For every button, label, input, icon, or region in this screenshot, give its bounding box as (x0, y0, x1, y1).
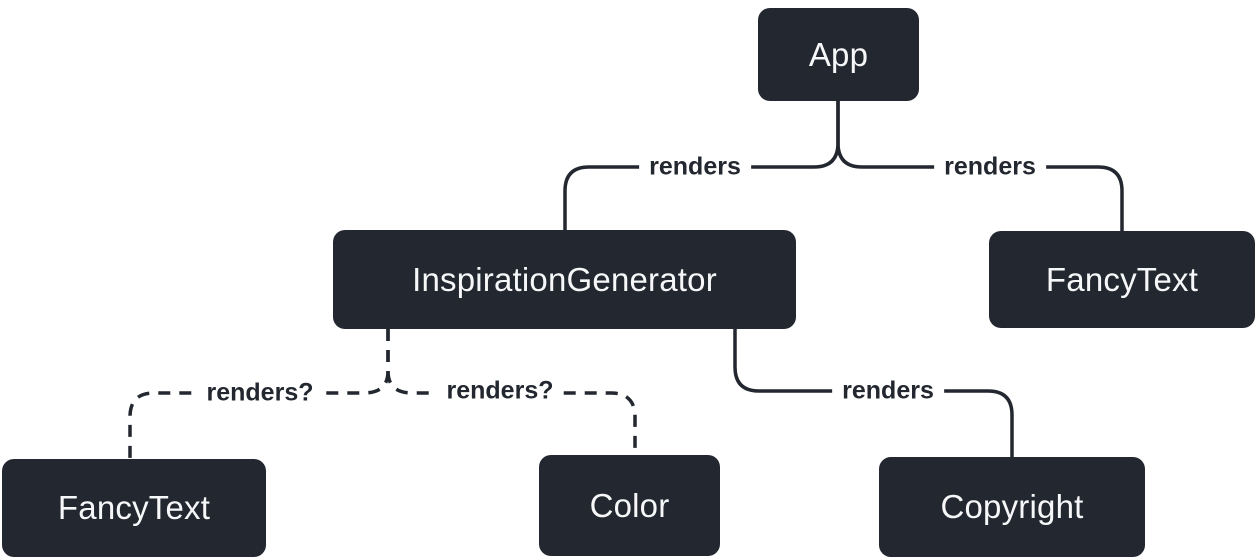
edge-label-inspiration-generator-to-copyright: renders (832, 374, 944, 408)
node-copyright: Copyright (879, 457, 1145, 557)
edge-label-inspiration-generator-to-fancy-text: renders? (196, 376, 324, 410)
edge-inspiration-generator-to-fancy-text (128, 329, 390, 459)
node-color: Color (539, 455, 720, 556)
node-fancy-text-top: FancyText (989, 231, 1255, 328)
node-app: App (758, 8, 919, 101)
node-inspiration-generator: InspirationGenerator (333, 230, 796, 329)
edge-label-app-to-fancy-text: renders (934, 150, 1046, 184)
edge-label-inspiration-generator-to-color: renders? (436, 374, 564, 408)
edge-label-app-to-inspiration-generator: renders (639, 150, 751, 184)
node-fancy-text-bottom: FancyText (2, 459, 266, 557)
